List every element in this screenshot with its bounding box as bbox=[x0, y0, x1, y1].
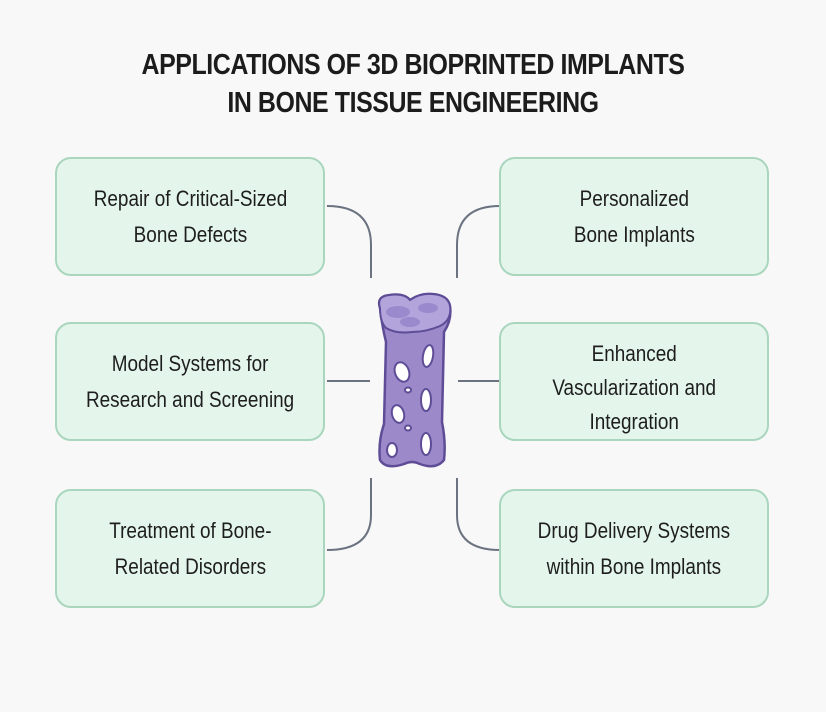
node-label: Drug Delivery Systems within Bone Implan… bbox=[537, 517, 731, 579]
node-model-systems: Model Systems for Research and Screening bbox=[55, 322, 325, 441]
title-line-2: IN BONE TISSUE ENGINEERING bbox=[227, 87, 599, 119]
connector-top-left bbox=[326, 205, 372, 278]
node-label: Treatment of Bone- Related Disorders bbox=[108, 517, 272, 579]
node-label: Personalized Bone Implants bbox=[573, 185, 695, 247]
node-drug-delivery: Drug Delivery Systems within Bone Implan… bbox=[499, 489, 769, 608]
node-personalized-implants: Personalized Bone Implants bbox=[499, 157, 769, 276]
node-label: Enhanced Vascularization and Integration bbox=[552, 340, 716, 434]
connector-bottom-right bbox=[456, 478, 501, 551]
bone-scaffold-icon bbox=[377, 292, 452, 468]
node-vascularization: Enhanced Vascularization and Integration bbox=[499, 322, 769, 441]
node-label: Repair of Critical-Sized Bone Defects bbox=[93, 185, 287, 247]
node-repair-critical-defects: Repair of Critical-Sized Bone Defects bbox=[55, 157, 325, 276]
node-label: Model Systems for Research and Screening bbox=[85, 350, 295, 412]
title-line-1: APPLICATIONS OF 3D BIOPRINTED IMPLANTS bbox=[141, 49, 685, 81]
connector-bottom-left bbox=[326, 478, 372, 551]
node-treatment-disorders: Treatment of Bone- Related Disorders bbox=[55, 489, 325, 608]
connector-top-right bbox=[456, 205, 501, 278]
diagram-title: APPLICATIONS OF 3D BIOPRINTED IMPLANTS I… bbox=[58, 46, 768, 122]
